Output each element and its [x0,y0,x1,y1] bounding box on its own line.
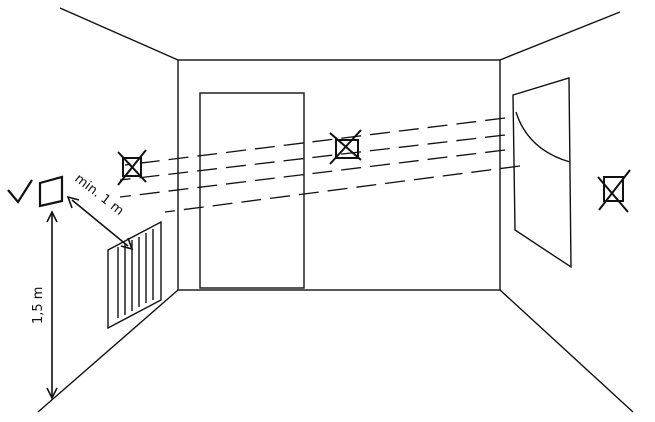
min-distance-label: min. 1 m [72,171,127,218]
incorrect-marker-left-wall [117,149,147,186]
radiator [107,220,162,330]
crossed-box-icon [122,157,142,177]
draft-line [119,134,506,181]
room-outline [37,7,634,413]
distance-arrowhead-start [66,195,80,209]
floor-right-edge [499,289,634,413]
floor-left-edge [37,289,179,413]
draft-line [164,165,521,213]
cross-stroke [329,129,362,165]
crossed-box-icon [603,176,624,202]
ceiling-left-edge [59,7,179,61]
window-frame [512,77,572,269]
distance-arrowhead-end [120,237,134,251]
door-frame [199,92,305,289]
check-mark-icon [7,179,33,204]
height-arrowhead-bottom [46,387,58,400]
draft-line [124,117,506,166]
door [199,92,305,289]
correct-marker [7,175,64,208]
ceiling-right-edge [499,11,621,61]
height-arrow [46,210,58,400]
radiator-body [107,220,162,330]
draft-line [119,149,506,198]
mount-height-label: 1,5 m [31,287,46,324]
draft-lines [119,117,521,213]
window-arc [515,111,571,163]
distance-arrow-line [71,199,129,247]
back-wall [177,59,501,291]
height-arrowhead-top [46,210,58,223]
cross-stroke [117,149,147,186]
window [512,77,572,269]
incorrect-marker-right-wall [597,169,631,213]
min-distance-arrow [66,195,134,251]
incorrect-marker-back-wall [329,129,362,165]
crossed-box-icon [335,139,359,159]
cross-stroke [598,169,631,211]
thermostat-box-icon [38,175,64,208]
cross-stroke [597,176,629,213]
